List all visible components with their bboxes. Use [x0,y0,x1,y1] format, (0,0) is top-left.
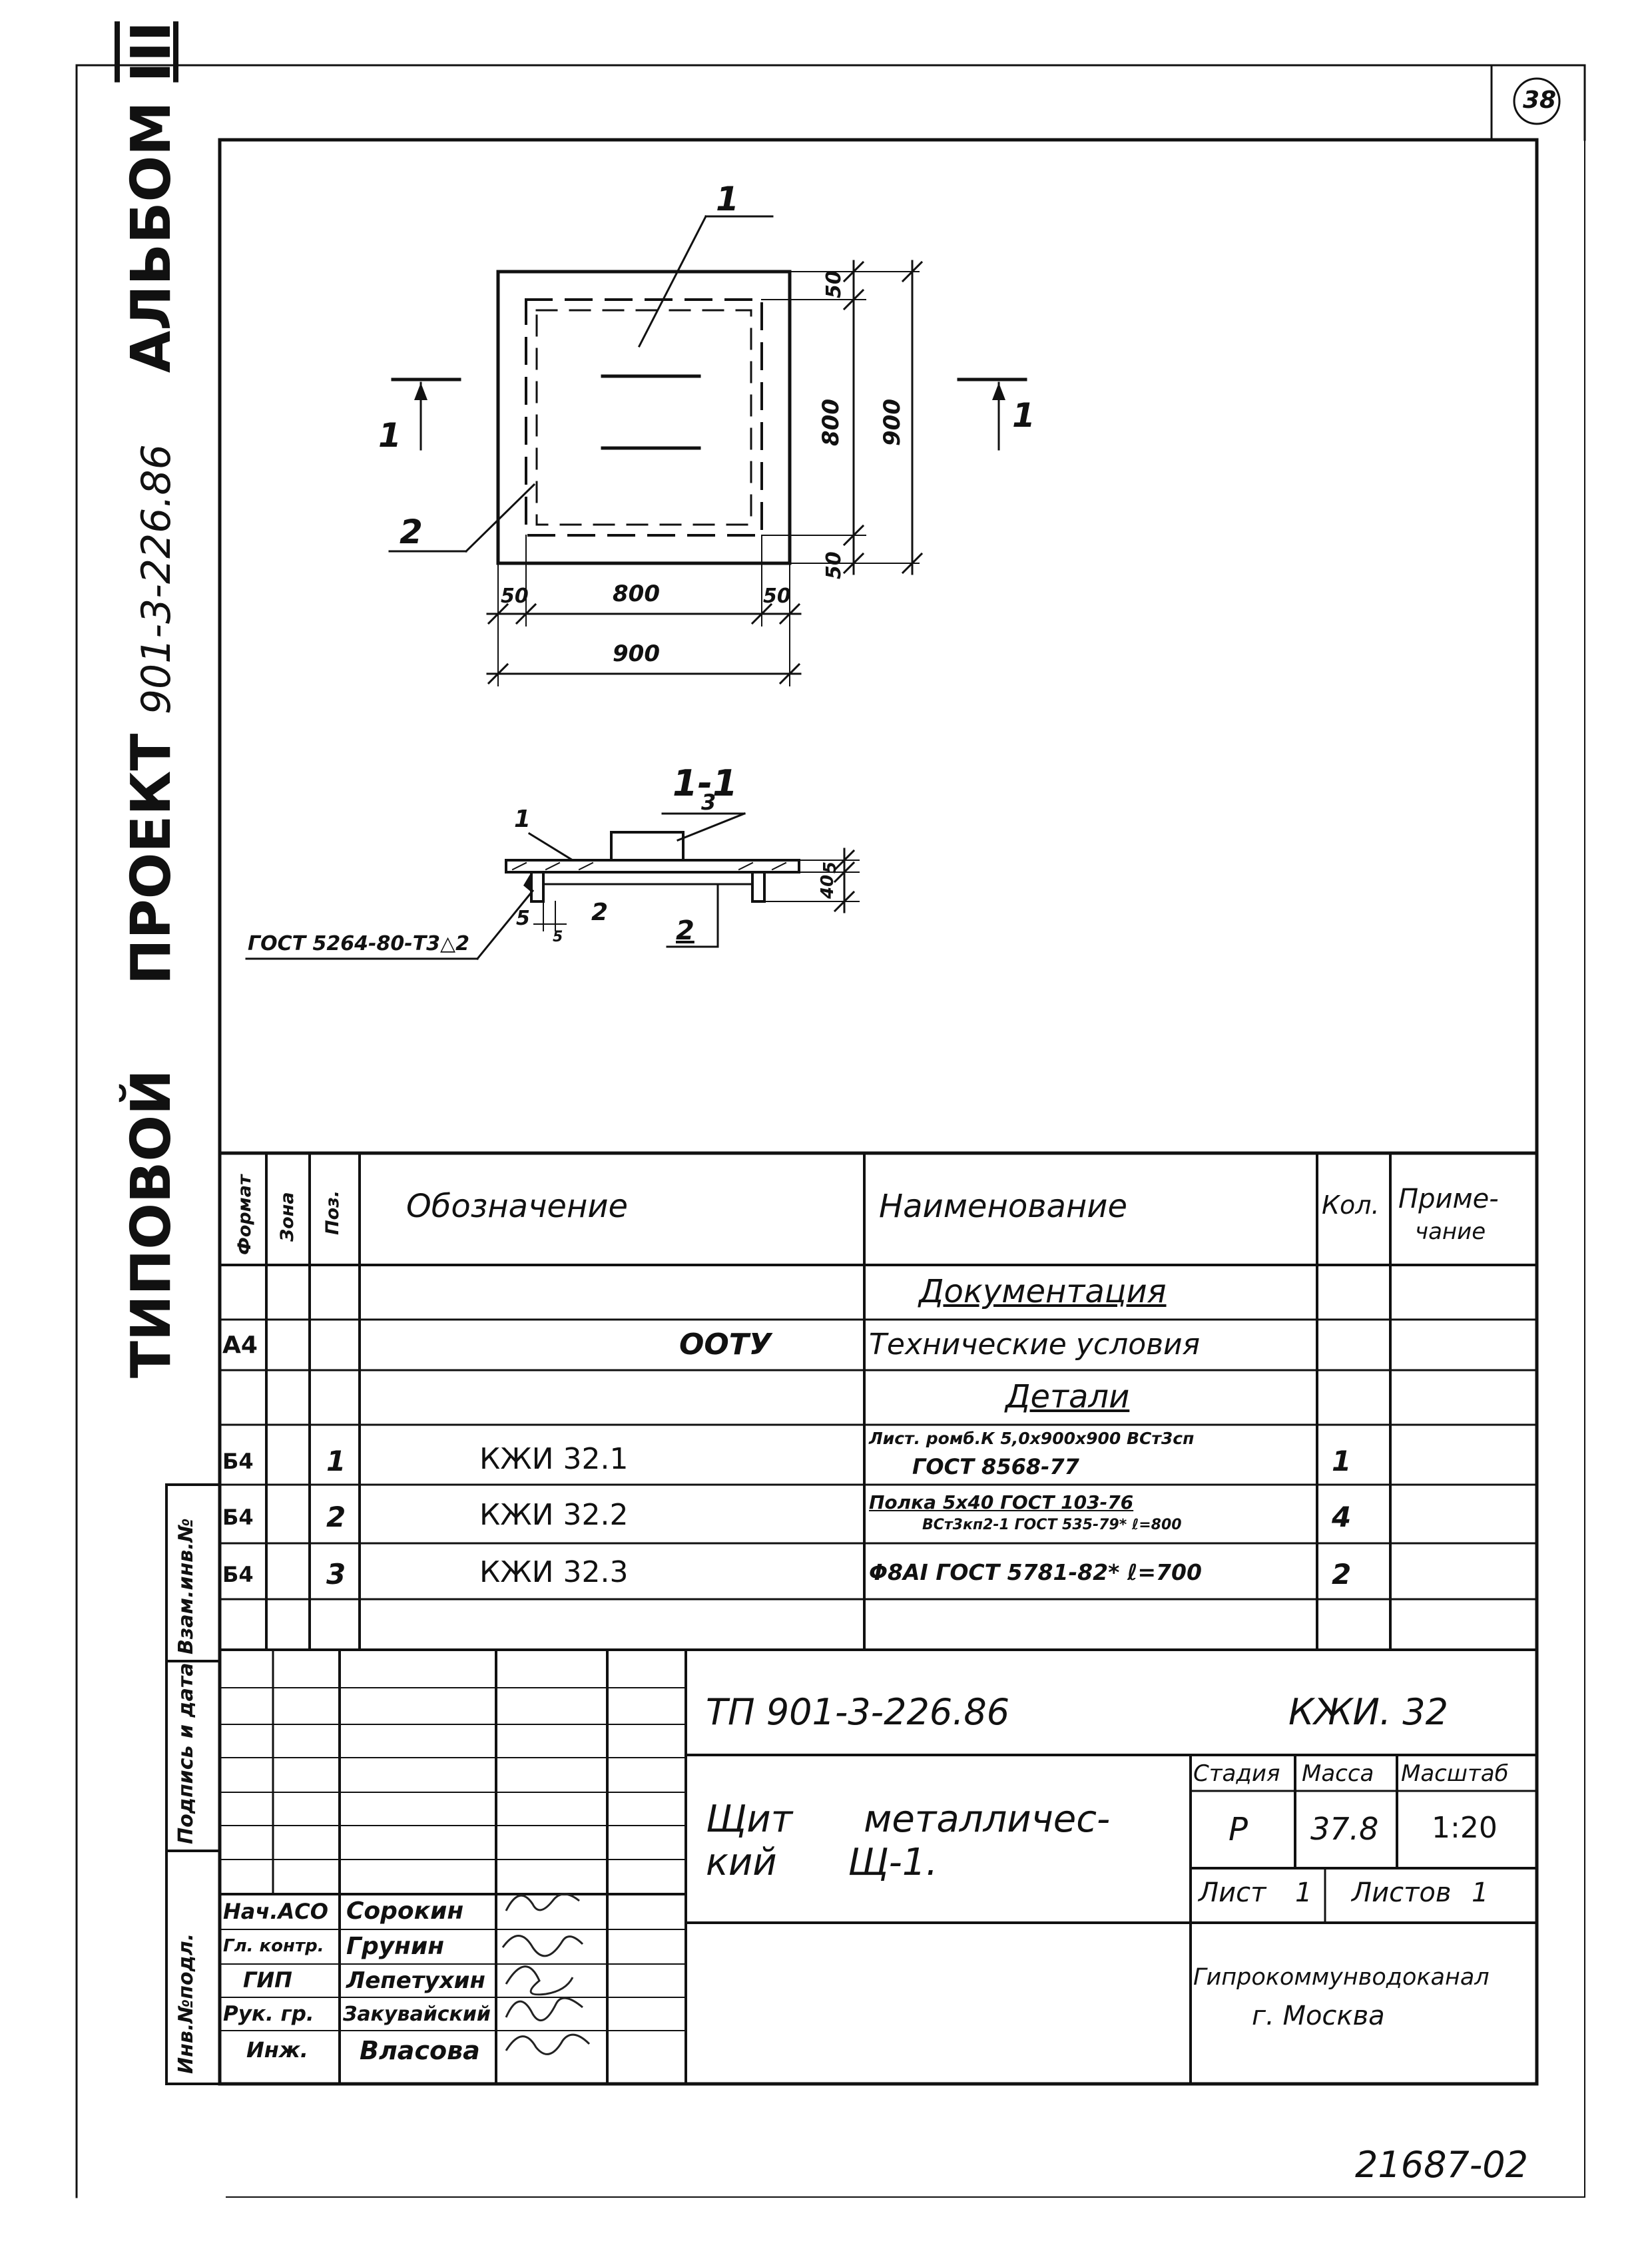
dim-inner-height: 800 [818,399,844,446]
row-designation: КЖИ 32.1 [479,1442,629,1476]
row-qty: 1 [1332,1445,1352,1477]
sheet-number: 38 [1523,87,1557,114]
scale-label: Масштаб [1401,1760,1509,1787]
doc-code: ТП 901-3-226.86 [706,1691,1010,1733]
table-row: Б4 2 КЖИ 32.2 Полка 5х40 ГОСТ 103-76 ВСт… [220,1485,1537,1543]
header-name: Наименование [879,1188,1128,1225]
signature-squiggle-1 [505,1893,580,1911]
table-row: Б4 3 КЖИ 32.3 Φ8АI ГОСТ 5781-82* ℓ=700 2 [220,1543,1537,1599]
mass-value: 37.8 [1310,1811,1379,1847]
drawing-title-line2: кий Щ-1. [706,1841,938,1884]
organization-name: Гипрокоммунводоканал [1193,1964,1490,1991]
signature-squiggle-3 [505,1965,574,1996]
row-name-line2: ГОСТ 8568-77 [912,1454,1079,1479]
header-zone: Зона [277,1192,298,1242]
dim-left-offset: 50 [501,585,529,608]
row-name-line1: Лист. ромб.К 5,0х900х900 ВСт3сп [869,1429,1195,1448]
plan-section-mark-left: 1 [378,416,402,455]
row-format: Б4 [222,1562,254,1587]
signature-name: Лепетухин [346,1967,485,1994]
row-name: Технические условия [869,1328,1201,1362]
section-parts: Детали [1005,1378,1130,1415]
stage-value: Р [1229,1811,1248,1848]
section-dim-right-bottom: 40 [818,874,838,899]
row-qty: 4 [1332,1501,1352,1533]
organization-city: г. Москва [1252,2001,1385,2031]
row-pos: 2 [326,1501,346,1533]
row-designation: ООТУ [679,1328,772,1362]
signature-role: Гл. контр. [223,1936,324,1956]
row-name-line2: ВСт3кп2-1 ГОСТ 535-79* ℓ=800 [922,1517,1182,1533]
row-format: Б4 [222,1505,254,1530]
header-qty: Кол. [1322,1190,1380,1220]
signature-name: Грунин [346,1933,445,1960]
signature-name: Власова [360,2036,480,2065]
side-title: ТИПОВОЙ ПРОЕКТ 901-3-226.86 АЛЬБОМ III [120,21,183,1378]
stamp-sign-date: Подпись и дата [174,1662,198,1844]
plan-callout-pos1: 1 [716,180,739,218]
row-format: А4 [222,1332,258,1359]
signature-name: Сорокин [346,1897,464,1925]
plan-section-mark-right: 1 [1012,396,1035,435]
header-format: Формат [234,1174,255,1255]
signature-squiggle-4 [505,1997,583,2022]
archive-number: 21687-02 [1355,2144,1528,2186]
section-callout-pos2a: 2 [591,899,609,926]
dim-bottom-offset: 50 [822,551,846,579]
sheets-value: 1 [1472,1877,1489,1908]
row-designation: КЖИ 32.2 [479,1498,629,1532]
row-name-line1: Полка 5х40 ГОСТ 103-76 [869,1491,1134,1513]
side-title-album: АЛЬБОМ [120,101,183,374]
drawing-title-line1: Щит металличес- [706,1798,1111,1841]
dim-inner-width: 800 [613,581,660,607]
signature-role: ГИП [243,1967,292,1993]
doc-mark: КЖИ. 32 [1288,1691,1448,1733]
header-note-line1: Приме- [1398,1184,1499,1214]
signature-role: Нач.АСО [223,1899,328,1924]
signature-role: Рук. гр. [223,2002,314,2026]
signature-squiggle-5 [505,2033,591,2055]
sheet-value: 1 [1295,1877,1312,1908]
header-designation: Обозначение [406,1188,629,1225]
stage-label: Стадия [1193,1760,1280,1787]
stamp-inv-orig: Инв.№подл. [174,1933,198,2074]
section-dim-right-top: 5 [820,861,840,873]
signature-squiggle-2 [501,1935,584,1957]
scale-value: 1:20 [1432,1811,1498,1845]
row-qty: 2 [1332,1558,1352,1591]
section-dim-small-a: 5 [516,907,530,930]
header-note-line2: чание [1415,1218,1486,1245]
row-pos: 1 [326,1445,346,1477]
side-title-project: ПРОЕКТ [120,733,183,985]
section-callout-pos2b: 2 [676,915,694,946]
row-name-line1: Φ8АI ГОСТ 5781-82* ℓ=700 [869,1559,1202,1585]
row-designation: КЖИ 32.3 [479,1555,629,1589]
section-callout-pos3: 3 [701,790,716,815]
side-title-album-number: III [120,21,183,83]
signature-name: Закувайский [343,2003,491,2026]
side-title-type: ТИПОВОЙ [120,1069,183,1378]
side-title-code: 901-3-226.86 [133,444,180,715]
section-title: 1-1 [673,762,738,804]
row-format: Б4 [222,1449,254,1474]
signature-role: Инж. [246,2037,308,2063]
section-callout-pos1: 1 [514,806,531,833]
sheets-label: Листов [1352,1877,1452,1908]
section-dim-small-b: 5 [553,929,563,945]
dim-outer-height: 900 [879,399,906,446]
dim-top-offset: 50 [822,270,846,298]
dim-right-offset: 50 [763,585,791,608]
weld-spec: ГОСТ 5264-80-Т3△2 [248,932,469,955]
table-row: А4 ООТУ Технические условия [220,1320,1537,1370]
table-row: Б4 1 КЖИ 32.1 Лист. ромб.К 5,0х900х900 В… [220,1425,1537,1485]
dim-outer-width: 900 [613,640,660,667]
stamp-vzam-inv: Взам.инв.№ [174,1518,198,1654]
sheet-label: Лист [1199,1877,1266,1908]
row-pos: 3 [326,1558,346,1591]
plan-callout-pos2: 2 [400,513,423,551]
header-pos: Поз. [322,1190,343,1235]
mass-label: Масса [1302,1760,1374,1787]
section-documentation: Документация [919,1273,1167,1310]
